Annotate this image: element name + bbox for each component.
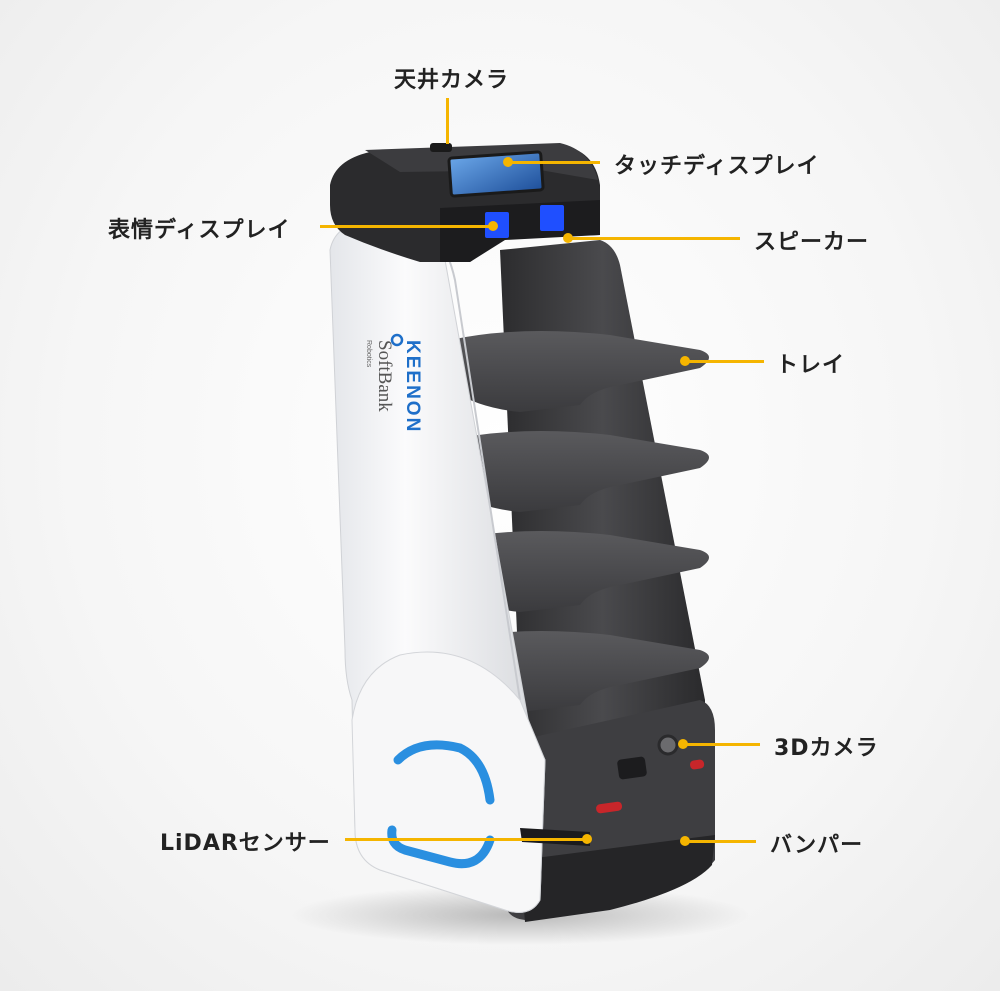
brand-softbank-sub: Robotics bbox=[365, 340, 372, 368]
touch-screen bbox=[447, 150, 545, 198]
callout-dot-lidar bbox=[582, 834, 592, 844]
right-eye bbox=[540, 205, 564, 231]
rear-light-1 bbox=[596, 801, 623, 814]
callout-line-lidar bbox=[345, 838, 587, 841]
callout-line-touch-display bbox=[508, 161, 600, 164]
brand-area: KEENON SoftBank Robotics bbox=[365, 340, 423, 433]
ceiling-camera-housing bbox=[430, 143, 452, 152]
callout-line-expression-display bbox=[320, 225, 492, 228]
callout-line-speaker bbox=[568, 237, 740, 240]
callout-line-tray bbox=[684, 360, 764, 363]
callout-line-3d-camera bbox=[682, 743, 760, 746]
label-expression-display: 表情ディスプレイ bbox=[108, 218, 291, 243]
base-sensor-slot bbox=[617, 756, 647, 780]
callout-dot-speaker bbox=[563, 233, 573, 243]
label-tray: トレイ bbox=[776, 353, 846, 378]
label-touch-display: タッチディスプレイ bbox=[614, 154, 820, 179]
brand-keenon: KEENON bbox=[402, 340, 423, 433]
callout-dot-expression-display bbox=[488, 221, 498, 231]
keenon-logo-icon bbox=[390, 333, 404, 347]
base-bottom bbox=[520, 835, 715, 922]
callout-line-ceiling-camera bbox=[446, 98, 449, 144]
callout-dot-tray bbox=[680, 356, 690, 366]
brand-softbank: SoftBank bbox=[374, 340, 395, 412]
callout-dot-bumper bbox=[680, 836, 690, 846]
callout-dot-touch-display bbox=[503, 157, 513, 167]
lidar-slit bbox=[520, 828, 590, 846]
label-lidar-sensor: LiDARセンサー bbox=[160, 831, 331, 856]
callout-dot-3d-camera bbox=[678, 739, 688, 749]
label-3d-camera: 3Dカメラ bbox=[774, 736, 879, 761]
label-bumper: バンパー bbox=[770, 833, 864, 858]
rear-light-2 bbox=[690, 759, 705, 770]
3d-camera-lens bbox=[657, 734, 679, 756]
label-ceiling-camera: 天井カメラ bbox=[394, 68, 510, 93]
callout-line-bumper bbox=[684, 840, 756, 843]
label-speaker: スピーカー bbox=[754, 230, 870, 255]
